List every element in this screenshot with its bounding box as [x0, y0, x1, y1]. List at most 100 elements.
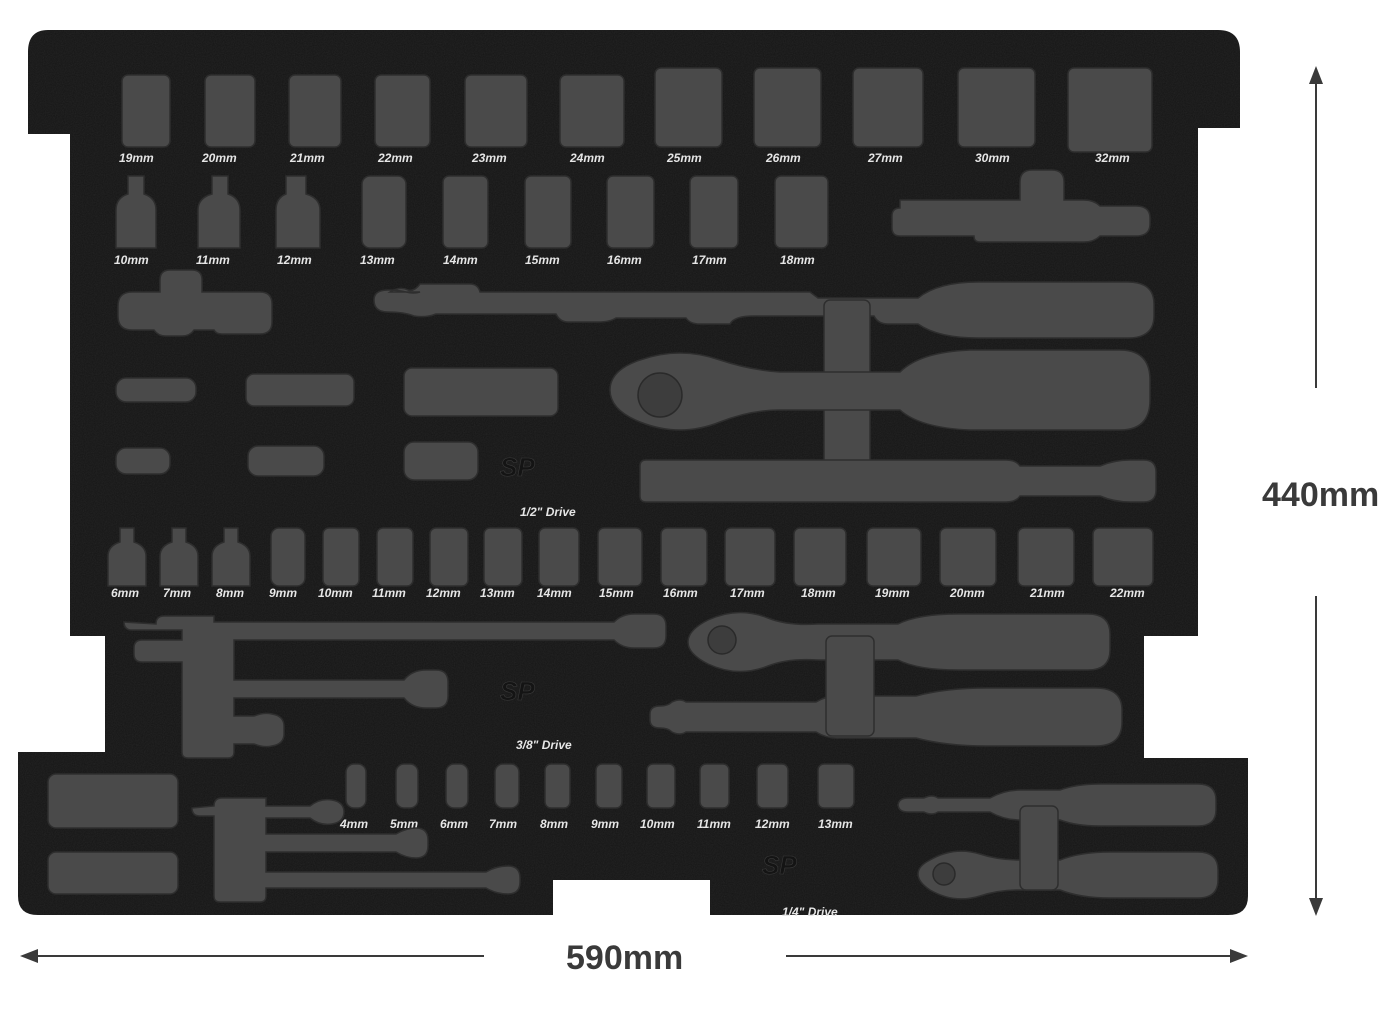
socket-label: 27mm — [867, 151, 903, 165]
socket-label: 18mm — [801, 586, 836, 600]
socket-cutout — [524, 175, 572, 249]
extension-bar-cutout — [891, 169, 1151, 243]
socket-label: 24mm — [569, 151, 605, 165]
ratchet-cutout — [609, 349, 1151, 431]
socket-label: 10mm — [640, 817, 675, 831]
adapter-cutout — [115, 447, 171, 475]
socket-label: 11mm — [697, 817, 731, 831]
socket-cutout — [197, 175, 241, 249]
breaker-bar-cutout — [897, 783, 1217, 827]
breaker-bar-cutout — [373, 281, 1155, 339]
height-dimension: 440mm — [1262, 66, 1379, 916]
socket-label: 9mm — [269, 586, 297, 600]
socket-cutout — [445, 763, 469, 809]
t-bar-cutout — [1019, 805, 1059, 891]
socket-label: 26mm — [765, 151, 801, 165]
socket-label: 18mm — [780, 253, 815, 267]
socket-label: 22mm — [1109, 586, 1145, 600]
socket-label: 25mm — [666, 151, 702, 165]
adapter-cutout — [47, 851, 179, 895]
socket-label: 12mm — [755, 817, 790, 831]
socket-label: 6mm — [440, 817, 468, 831]
socket-cutout — [646, 763, 676, 809]
adapter-cutout — [115, 377, 197, 403]
socket-cutout — [699, 763, 730, 809]
socket-cutout — [774, 175, 829, 249]
width-label: 590mm — [566, 939, 683, 977]
socket-cutout — [559, 74, 625, 148]
adapter-cutout — [47, 773, 179, 829]
socket-label: 10mm — [318, 586, 353, 600]
socket-cutout — [464, 74, 528, 148]
half-drive-row1-labels: 19mm 20mm 21mm 22mm 23mm 24mm 25mm 26mm … — [119, 151, 1130, 165]
socket-label: 11mm — [372, 586, 406, 600]
socket-label: 10mm — [114, 253, 149, 267]
drive-label-quarter: 1/4" Drive — [782, 905, 838, 919]
socket-cutout — [689, 175, 739, 249]
socket-label: 19mm — [875, 586, 910, 600]
drive-label-three-eighths: 3/8" Drive — [516, 738, 572, 752]
socket-cutout — [159, 527, 199, 587]
socket-label: 8mm — [540, 817, 568, 831]
socket-cutout — [374, 74, 431, 148]
socket-cutout — [107, 527, 147, 587]
socket-label: 13mm — [480, 586, 515, 600]
ratchet-cutout — [687, 611, 1111, 673]
adapter-cutout — [247, 445, 325, 477]
socket-cutout — [345, 763, 367, 809]
quarter-labels: 4mm 5mm 6mm 7mm 8mm 9mm 10mm 11mm 12mm 1… — [339, 817, 853, 831]
half-drive-row2-sockets — [115, 175, 829, 249]
socket-label: 14mm — [537, 586, 572, 600]
socket-label: 32mm — [1095, 151, 1130, 165]
socket-cutout — [597, 527, 643, 587]
socket-cutout — [595, 763, 623, 809]
socket-cutout — [606, 175, 655, 249]
socket-label: 17mm — [692, 253, 727, 267]
drive-label-half: 1/2" Drive — [520, 505, 576, 519]
socket-cutout — [288, 74, 342, 148]
socket-cutout — [429, 527, 469, 587]
socket-label: 16mm — [663, 586, 698, 600]
adapter-cutout — [403, 441, 479, 481]
socket-label: 11mm — [196, 253, 230, 267]
socket-cutout — [1017, 527, 1075, 587]
socket-label: 7mm — [489, 817, 517, 831]
socket-cutout — [204, 74, 256, 148]
socket-cutout — [1067, 67, 1153, 153]
socket-cutout — [376, 527, 414, 587]
socket-label: 15mm — [525, 253, 560, 267]
adapter-cutout — [245, 373, 355, 407]
ratchet-head-cutout — [932, 862, 956, 886]
socket-cutout — [756, 763, 789, 809]
quarter-sockets — [345, 763, 855, 809]
half-drive-row1-sockets — [121, 67, 1153, 153]
ratchet-cutout — [917, 850, 1219, 900]
socket-label: 8mm — [216, 586, 244, 600]
socket-label: 5mm — [390, 817, 418, 831]
socket-label: 6mm — [111, 586, 139, 600]
socket-cutout — [121, 74, 171, 148]
socket-cutout — [817, 763, 855, 809]
socket-cutout — [322, 527, 360, 587]
socket-label: 22mm — [377, 151, 413, 165]
socket-label: 20mm — [201, 151, 237, 165]
half-drive-row2-labels: 10mm 11mm 12mm 13mm 14mm 15mm 16mm 17mm … — [114, 253, 815, 267]
three-eighths-sockets — [107, 527, 1154, 587]
arrow-left-icon — [20, 949, 38, 963]
socket-cutout — [442, 175, 489, 249]
socket-cutout — [211, 527, 251, 587]
socket-cutout — [957, 67, 1036, 148]
socket-cutout — [939, 527, 997, 587]
socket-cutout — [793, 527, 847, 587]
socket-label: 7mm — [163, 586, 191, 600]
extension-bar-cutout — [191, 797, 521, 903]
socket-label: 21mm — [1029, 586, 1065, 600]
socket-cutout — [852, 67, 924, 148]
three-eighths-labels: 6mm 7mm 8mm 9mm 10mm 11mm 12mm 13mm 14mm… — [111, 586, 1145, 600]
socket-cutout — [866, 527, 922, 587]
height-label: 440mm — [1262, 476, 1379, 514]
socket-label: 12mm — [277, 253, 312, 267]
adapter-cutout — [403, 367, 559, 417]
extension-bar-cutout — [639, 459, 1157, 503]
